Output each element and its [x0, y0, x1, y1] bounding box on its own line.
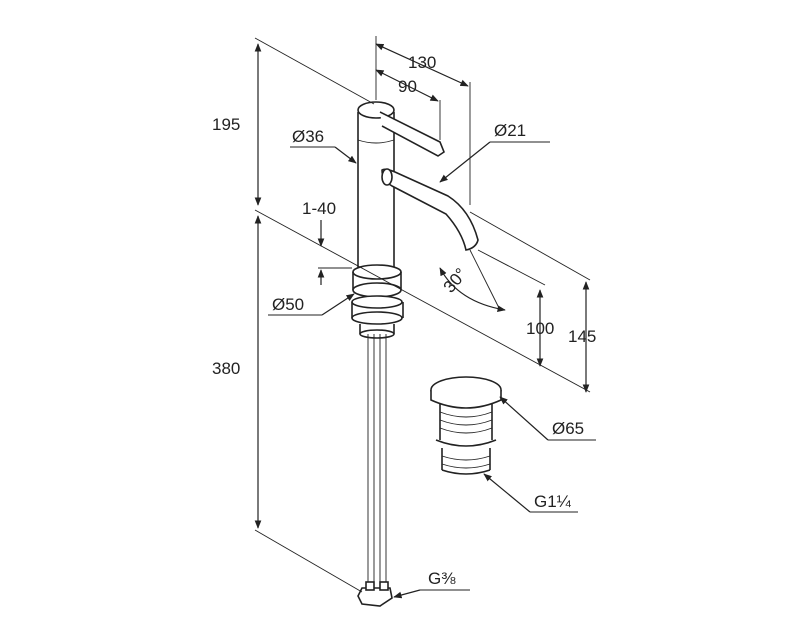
dim-130: 130	[408, 53, 436, 72]
dim-90: 90	[398, 77, 417, 96]
dim-100: 100	[526, 319, 554, 338]
dim-1-40: 1-40	[302, 199, 336, 218]
dim-diameter-21: Ø21	[494, 121, 526, 140]
dim-angle-30: 30°	[440, 265, 471, 297]
dim-thread-g3-8: G⅜	[428, 569, 456, 588]
dim-195: 195	[212, 115, 240, 134]
dim-145: 145	[568, 327, 596, 346]
dim-380: 380	[212, 359, 240, 378]
dim-diameter-36: Ø36	[292, 127, 324, 146]
dimension-lines	[254, 36, 596, 599]
waste-drain	[430, 376, 502, 475]
dim-diameter-50: Ø50	[272, 295, 304, 314]
faucet-body	[351, 101, 479, 607]
dim-thread-g1-1-4: G1¼	[534, 492, 572, 511]
dim-diameter-65: Ø65	[552, 419, 584, 438]
